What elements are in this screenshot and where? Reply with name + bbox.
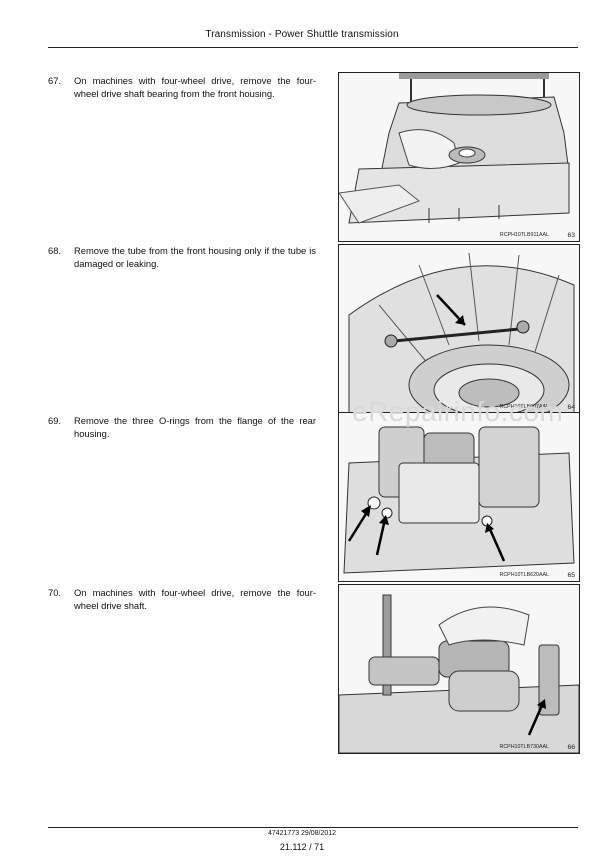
footer-rule: [48, 827, 578, 828]
figure-code: RCPH10TLB911AAL: [499, 232, 549, 238]
figure-65-illustration: [339, 413, 579, 581]
step-text: Remove the three O-rings from the flange…: [74, 415, 316, 439]
header-rule: [48, 47, 578, 48]
step-number: 67.: [48, 75, 62, 86]
step-text: On machines with four-wheel drive, remov…: [74, 75, 316, 99]
figure-code: RCPH10TLB620AAL: [499, 572, 549, 578]
page-header-title: Transmission - Power Shuttle transmissio…: [205, 29, 399, 40]
figure-code: RCPH10TLB730AAL: [499, 744, 549, 750]
figure-64: RCPH10TLB607AAL 64: [338, 244, 580, 414]
figure-number: 64: [567, 404, 575, 411]
footer-page-number: 21.112 / 71: [279, 842, 325, 852]
figure-64-illustration: [339, 245, 579, 413]
figure-63: RCPH10TLB911AAL 63: [338, 72, 580, 242]
figure-code: RCPH10TLB607AAL: [499, 404, 549, 410]
watermark-text: eRepairinfo.com: [352, 396, 564, 427]
figure-65: RCPH10TLB620AAL 65: [338, 412, 580, 582]
step-number: 70.: [48, 587, 62, 598]
figure-63-illustration: [339, 73, 579, 241]
footer-doc-reference: 47421773 29/08/2012: [267, 830, 337, 837]
figure-number: 66: [567, 744, 575, 751]
step-number: 68.: [48, 245, 62, 256]
step-number: 69.: [48, 415, 62, 426]
step-text: Remove the tube from the front housing o…: [74, 245, 316, 269]
figure-66-illustration: [339, 585, 579, 753]
figure-number: 65: [567, 572, 575, 579]
figure-number: 63: [567, 232, 575, 239]
step-text: On machines with four-wheel drive, remov…: [74, 587, 316, 611]
figure-66: RCPH10TLB730AAL 66: [338, 584, 580, 754]
